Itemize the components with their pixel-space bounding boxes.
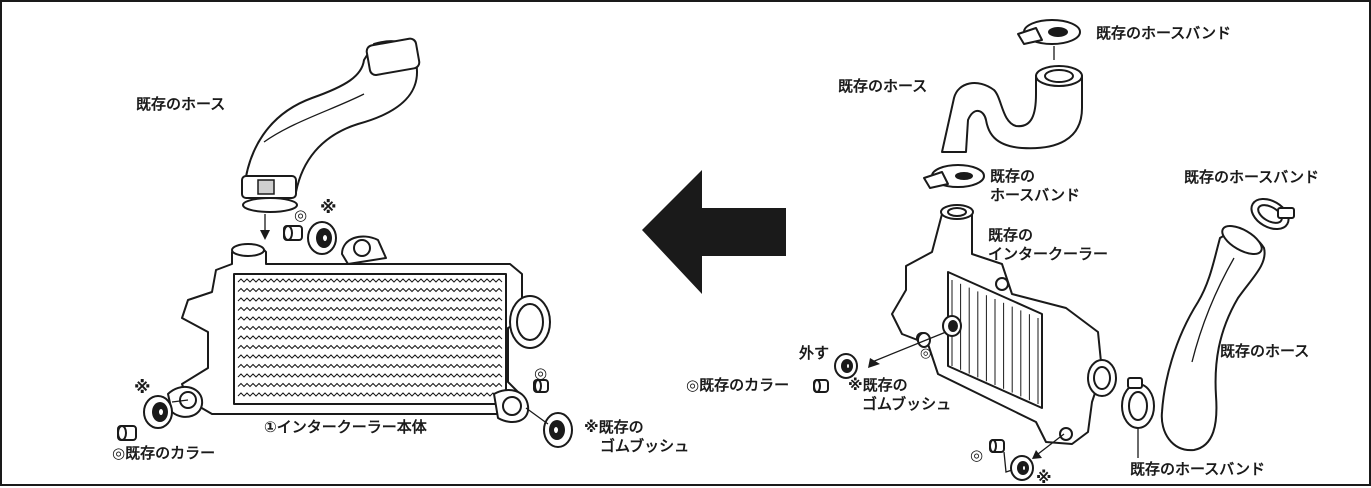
- label-hose-band-mid-line1: 既存の: [990, 167, 1036, 185]
- fin-row: [237, 382, 503, 388]
- fin-row: [237, 344, 503, 350]
- label-washer-mark-top: ◎: [294, 206, 308, 224]
- washer-on-intercooler: [917, 332, 931, 348]
- label-washer-mark-bottom: ◎: [970, 446, 984, 464]
- label-intercooler-existing: 既存の インタークーラー: [988, 226, 1108, 264]
- fin-row: [237, 363, 503, 369]
- existing-hose-top: [941, 65, 1083, 153]
- hose-band-mid: [923, 164, 985, 189]
- bottom-leader: [1037, 433, 1065, 455]
- replace-direction-arrow: [642, 170, 786, 294]
- label-intercooler-existing-line2: インタークーラー: [988, 244, 1109, 263]
- label-bush-mark-top: ※: [320, 198, 337, 218]
- bush-on-intercooler: [942, 315, 962, 337]
- new-intercooler: [167, 235, 551, 423]
- label-collar-left: ◎既存のカラー: [112, 444, 216, 462]
- label-rubber-bush-right-line1: ※既存の: [848, 376, 908, 394]
- label-bush-mark-left: ※: [134, 378, 151, 398]
- fin-row: [237, 354, 503, 359]
- right-bush-left: [543, 412, 573, 448]
- left-collar-bottom: [117, 425, 137, 441]
- bottom-washer: [989, 439, 1005, 453]
- fin-row: [237, 287, 503, 293]
- removed-bush: [834, 353, 858, 379]
- fin-row: [237, 297, 503, 302]
- label-existing-hose-left: 既存のホース: [136, 95, 226, 113]
- label-washer-mark-right: ◎: [534, 364, 548, 382]
- label-intercooler-body: ①インタークーラー本体: [264, 418, 427, 436]
- label-intercooler-existing-line1: 既存の: [988, 226, 1034, 244]
- left-existing-hose: [241, 37, 421, 213]
- left-leader-2: [525, 407, 549, 425]
- label-rubber-bush-right-line2: ゴムブッシュ: [862, 394, 952, 413]
- right-washer-small: [533, 379, 549, 393]
- label-hose-band-mid-line2: ホースバンド: [990, 185, 1081, 204]
- fin-row: [237, 278, 503, 283]
- left-bush-top: [307, 221, 337, 255]
- label-remove: 外す: [799, 344, 830, 362]
- label-existing-hose-right: 既存のホース: [1220, 342, 1310, 360]
- fin-row: [237, 373, 503, 378]
- label-existing-hose-right-top: 既存のホース: [838, 77, 928, 95]
- fin-row: [237, 306, 503, 312]
- label-hose-band-mid: 既存の ホースバンド: [990, 167, 1080, 205]
- left-leader-1: [171, 399, 189, 403]
- hose-band-bottom: [1121, 377, 1155, 429]
- fin-row: [237, 335, 503, 340]
- fin-row: [237, 392, 503, 397]
- label-washer-mark-small: ◎: [920, 346, 932, 361]
- label-rubber-bush-left-line2: ゴムブッシュ: [600, 436, 690, 455]
- label-hose-band-bottom: 既存のホースバンド: [1130, 460, 1266, 478]
- label-collar-right: ◎既存のカラー: [686, 376, 790, 394]
- bottom-leader-2: [1003, 451, 1013, 473]
- existing-hose-right: [1160, 225, 1266, 452]
- removed-collar: [813, 379, 829, 393]
- fin-row: [237, 325, 503, 331]
- label-hose-band-top: 既存のホースバンド: [1096, 24, 1232, 42]
- label-rubber-bush-right: ※既存の ゴムブッシュ: [848, 376, 951, 414]
- fin-row: [237, 316, 503, 321]
- bottom-bush: [1010, 455, 1034, 481]
- hose-band-right: [1250, 197, 1295, 231]
- hose-band-top: [1017, 19, 1081, 45]
- left-washer-top: [283, 225, 303, 241]
- existing-intercooler: [891, 204, 1117, 445]
- remove-leader: [871, 331, 947, 363]
- label-rubber-bush-left: ※既存の ゴムブッシュ: [584, 418, 689, 456]
- label-bush-mark-bottom: ※: [1036, 468, 1052, 487]
- label-rubber-bush-left-line1: ※既存の: [584, 418, 644, 436]
- left-bush-bottom: [143, 395, 173, 429]
- label-hose-band-right: 既存のホースバンド: [1184, 168, 1320, 186]
